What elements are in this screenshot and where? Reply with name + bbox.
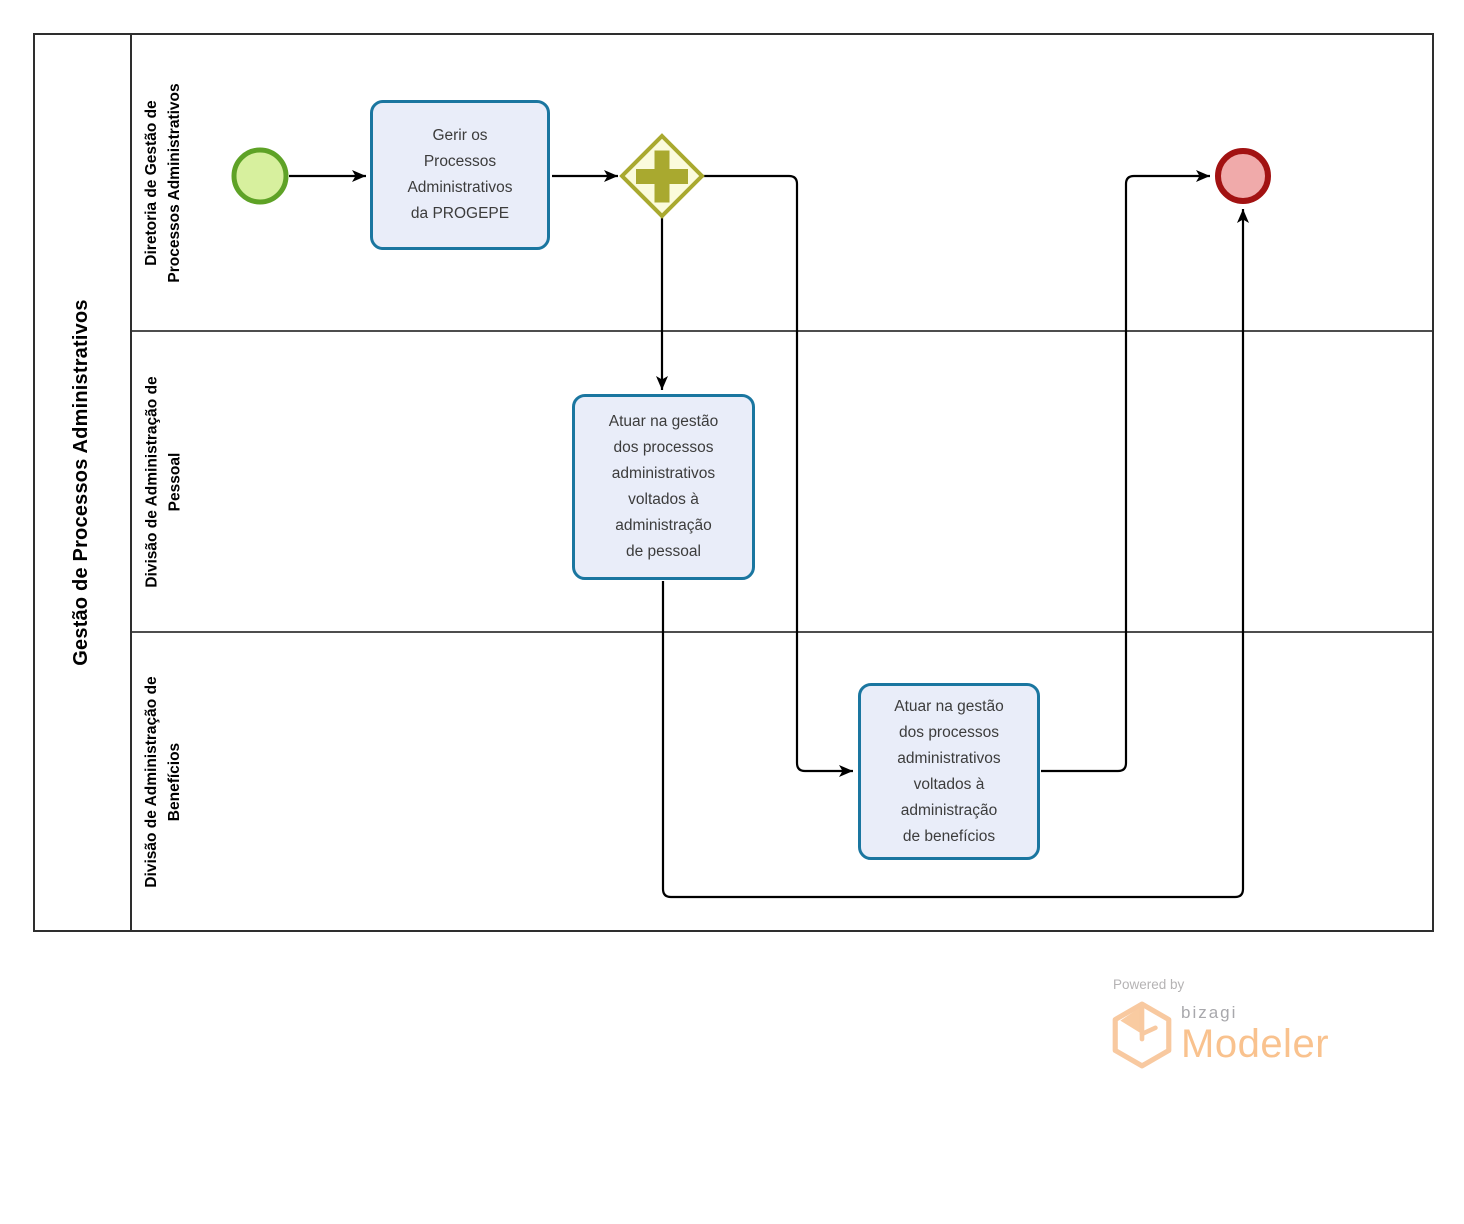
bizagi-branding: Powered by bizagi Modeler xyxy=(1110,977,1390,1070)
powered-by-text: Powered by xyxy=(1113,977,1185,992)
lane-divider-2 xyxy=(132,631,1432,633)
task-gerir-label: Gerir os Processos Administrativos da PR… xyxy=(407,127,513,222)
modeler-wordmark: Modeler xyxy=(1181,1022,1330,1066)
flow-gateway-to-beneficios[interactable] xyxy=(703,174,853,777)
task-gerir-processos[interactable]: Gerir os Processos Administrativos da PR… xyxy=(370,100,550,250)
bizagi-hexagon-icon xyxy=(1112,1001,1172,1069)
start-event[interactable] xyxy=(231,147,289,205)
task-gestao-beneficios[interactable]: Atuar na gestão dos processos administra… xyxy=(858,683,1040,860)
task-gestao-pessoal[interactable]: Atuar na gestão dos processos administra… xyxy=(572,394,755,580)
task-pessoal-label: Atuar na gestão dos processos administra… xyxy=(608,413,719,560)
end-event[interactable] xyxy=(1215,148,1271,204)
lane-divider-1 xyxy=(132,330,1432,332)
flow-pessoal-to-end[interactable] xyxy=(661,209,1249,899)
plus-icon xyxy=(636,150,688,203)
parallel-gateway[interactable] xyxy=(619,133,705,219)
task-beneficios-label: Atuar na gestão dos processos administra… xyxy=(894,697,1004,845)
flow-beneficios-to-end[interactable] xyxy=(1041,170,1210,773)
pool-title-divider xyxy=(130,33,132,932)
bizagi-wordmark: bizagi xyxy=(1181,1003,1238,1022)
